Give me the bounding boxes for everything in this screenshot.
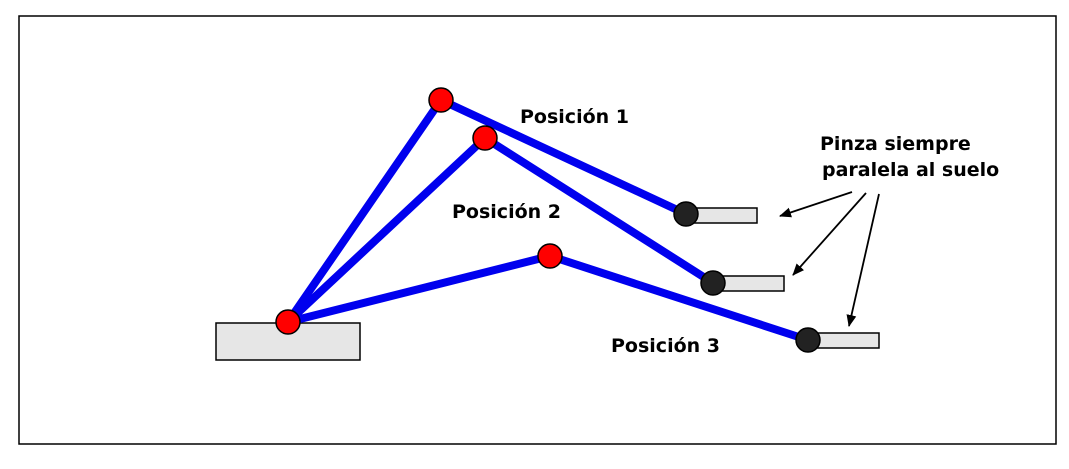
gripper-note-line-1: Pinza siempre [820,133,971,155]
elbow-joint-position-2 [472,125,498,151]
arm-position-2 [284,134,717,326]
wrist-joint-position-1 [673,201,699,227]
label-position-1: Posición 1 [520,106,629,128]
arrow-to-gripper-3 [846,193,880,327]
link-lower-position-1 [437,96,690,218]
label-position-3: Posición 3 [611,335,720,357]
link-lower-position-2 [481,134,717,287]
elbow-joint-position-1 [428,87,454,113]
arm-position-1 [284,96,690,326]
link-upper-position-3 [284,252,554,326]
wrist-joint-position-3 [795,327,821,353]
link-lower-position-3 [546,252,812,344]
link-upper-position-2 [284,134,489,326]
elbow-joint-position-3 [537,243,563,269]
base-joint [275,309,301,335]
label-position-2: Posición 2 [452,201,561,223]
gripper-note-line-2: paralela al suelo [822,159,999,181]
diagram-frame [18,15,1057,445]
link-upper-position-1 [284,96,445,326]
wrist-joint-position-2 [700,270,726,296]
arm-position-3 [284,252,812,344]
arrow-to-gripper-1 [779,191,853,218]
arrow-to-gripper-2 [792,192,867,276]
